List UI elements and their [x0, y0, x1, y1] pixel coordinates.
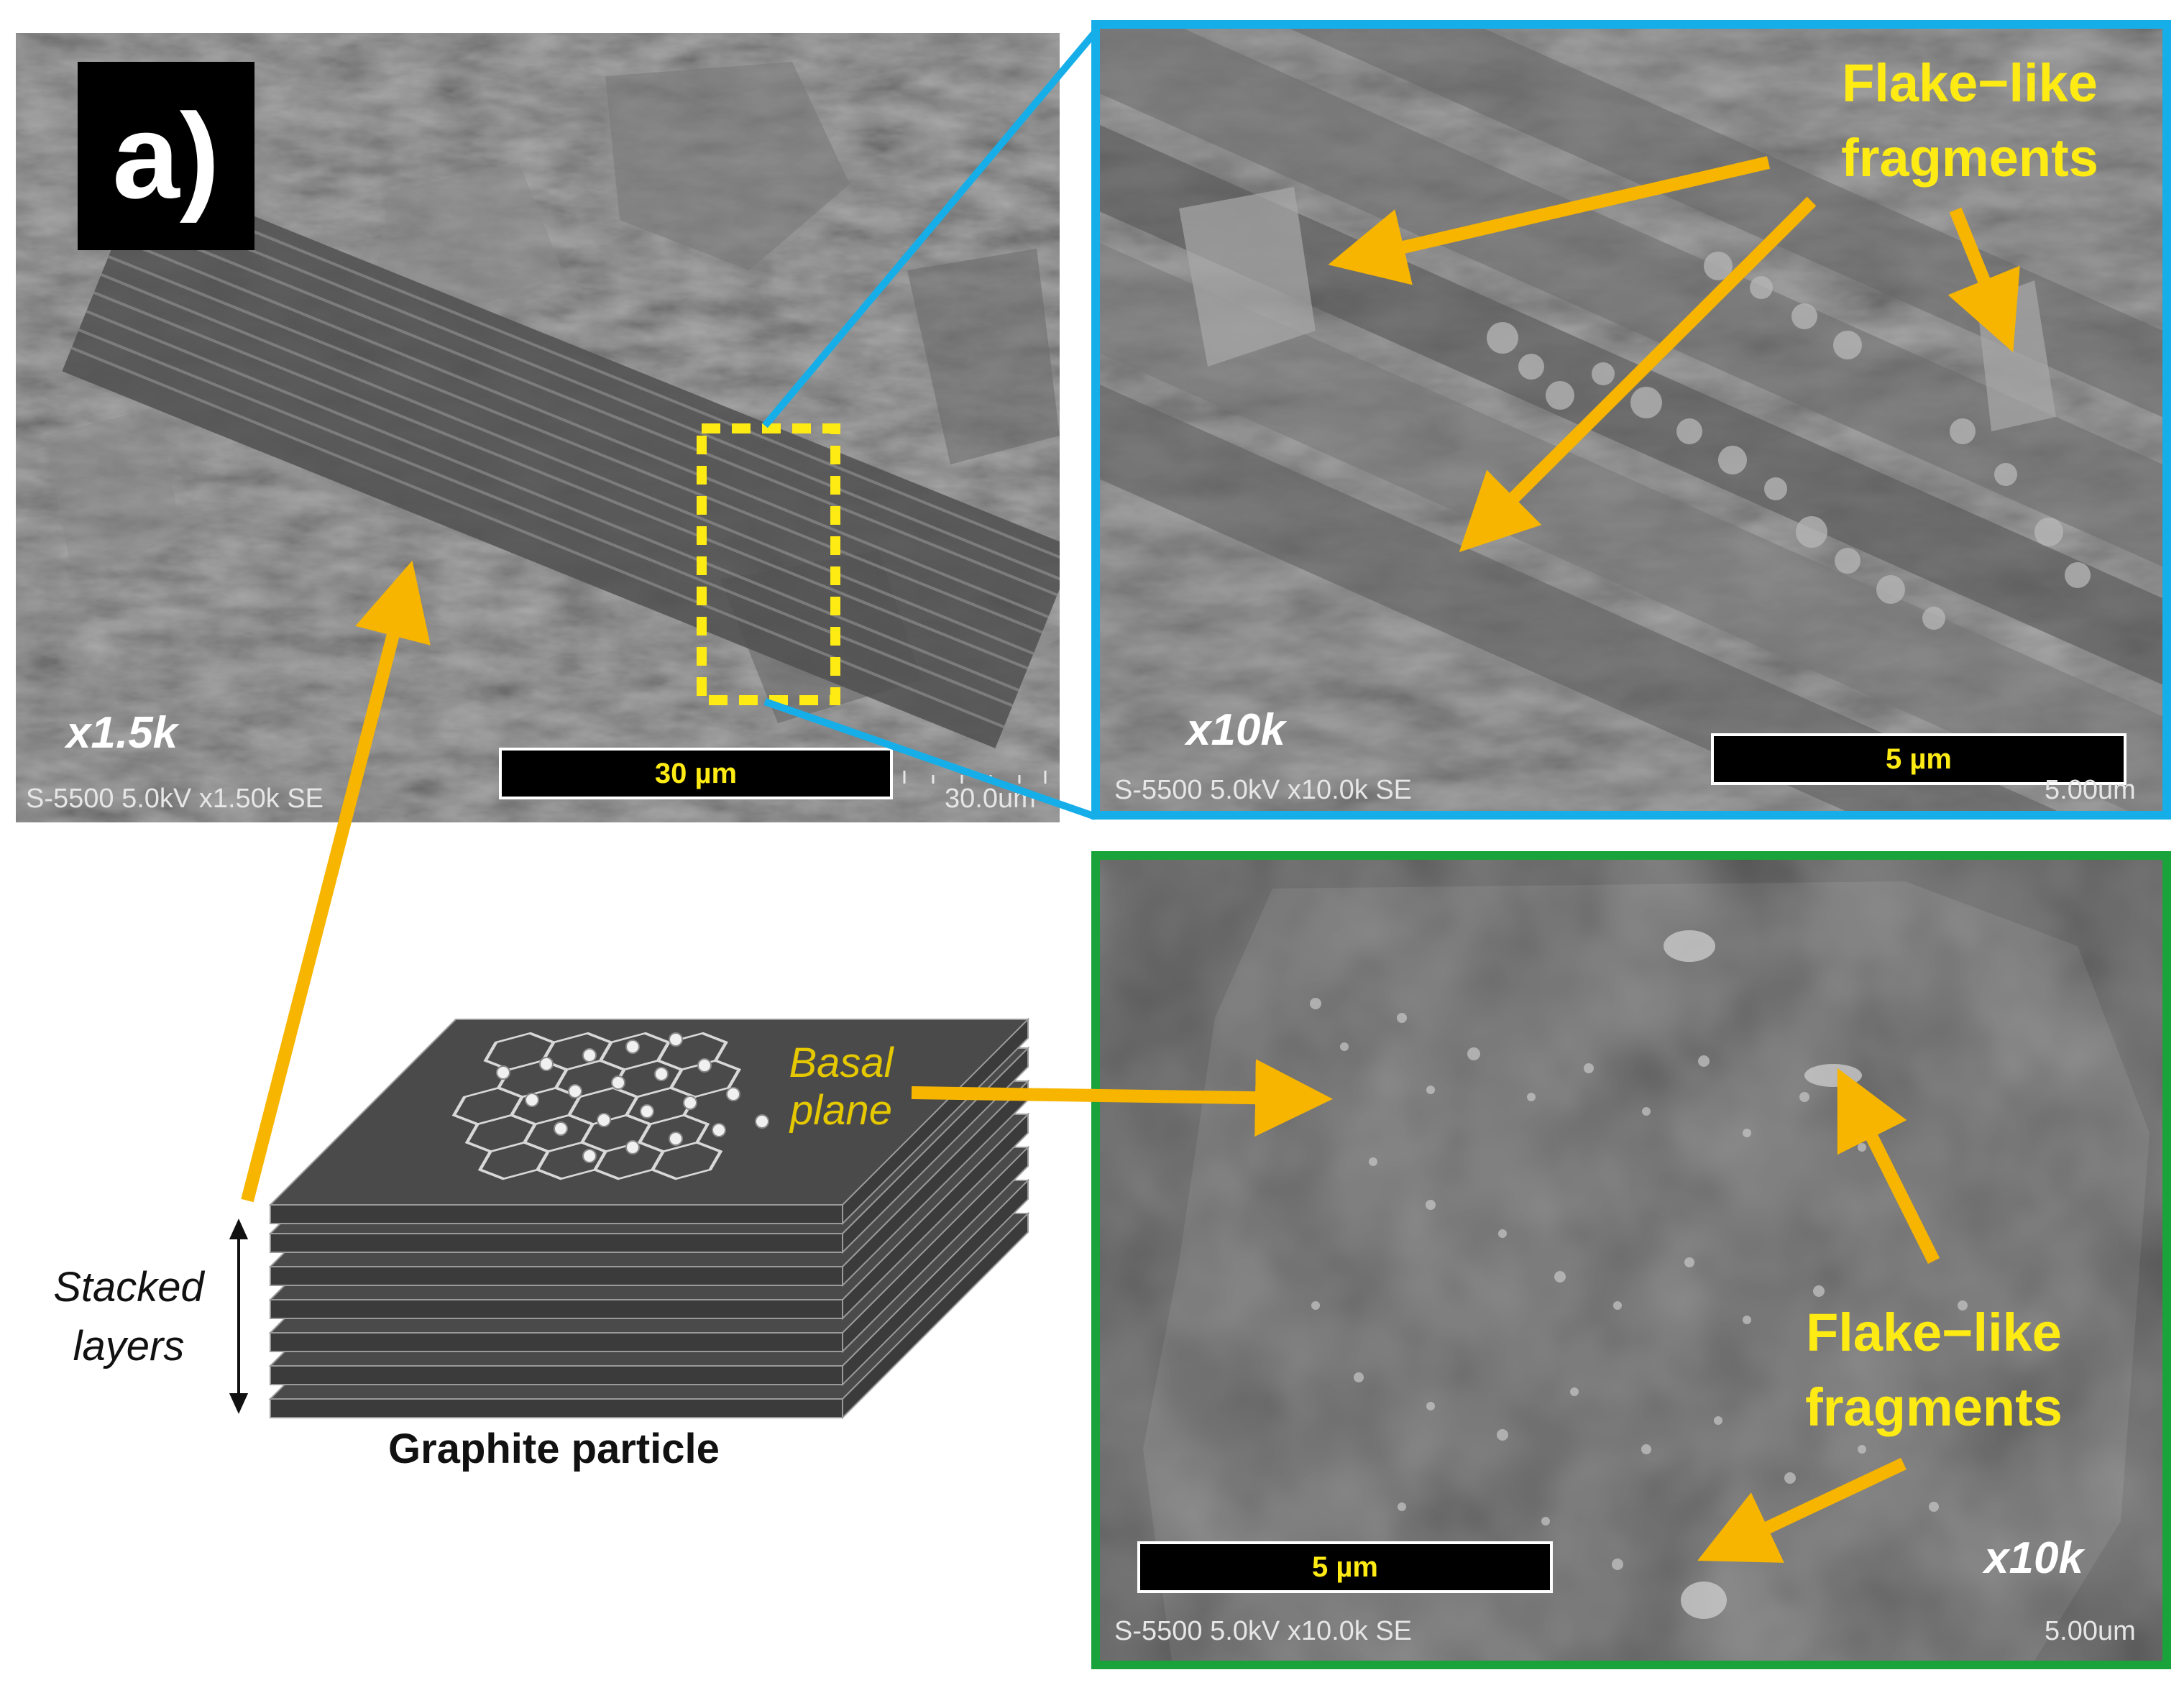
- sem-footer-high-mag-top: S-5500 5.0kV x10.0k SE: [1114, 775, 1413, 805]
- sem-image-high-mag-bottom: Flake−like fragments x10k 5 µm S-5500 5.…: [1091, 851, 2171, 1669]
- scale-bar-high-mag-bottom: 5 µm: [1137, 1541, 1553, 1593]
- arrow-flake-top-3: [1947, 207, 2020, 353]
- magnification-label-high-mag-top: x10k: [1186, 705, 1285, 755]
- highlight-box: [697, 423, 840, 705]
- arrow-flake-top-1: [1328, 156, 1771, 285]
- sem-image-high-mag-top: Flake−like fragments x10k 5 µm S-5500 5.…: [1091, 20, 2171, 820]
- lattice-atoms: [496, 1032, 769, 1163]
- sem-image-low-mag: a) x1.5k 30 µm S-5500 5.0kV x1.50k SE 30…: [16, 33, 1060, 822]
- graphite-particle-caption: Graphite particle: [388, 1426, 720, 1472]
- sem-texture-high-mag-top: [1100, 29, 2162, 811]
- zoom-line-top: [762, 29, 1098, 428]
- magnification-label-low-mag: x1.5k: [66, 708, 178, 758]
- magnification-label-high-mag-bottom: x10k: [1984, 1533, 2083, 1583]
- arrow-flake-top-2: [1459, 196, 1817, 553]
- stacked-layers-label: Stacked layers: [32, 1258, 226, 1376]
- annotation-line2: fragments: [1841, 128, 2098, 188]
- sem-footer-scale-high-mag-bottom: 5.00um: [2045, 1616, 2136, 1646]
- zoom-line-bottom: [763, 698, 1097, 820]
- arrow-basal-plane: [911, 1059, 1333, 1137]
- sem-texture-low-mag: [16, 33, 1060, 822]
- annotation-line2: fragments: [1805, 1377, 2063, 1437]
- arrow-flake-bottom-1: [1837, 1068, 1940, 1265]
- panel-label: a): [78, 62, 254, 250]
- annotation-line1: Flake−like: [1806, 1303, 2062, 1362]
- basal-line1: Basal: [789, 1040, 894, 1086]
- sem-footer-high-mag-bottom: S-5500 5.0kV x10.0k SE: [1114, 1616, 1413, 1646]
- annotation-line1: Flake−like: [1842, 53, 2098, 113]
- sem-footer-low-mag: S-5500 5.0kV x1.50k SE: [26, 784, 324, 814]
- stacked-line2: layers: [73, 1323, 185, 1369]
- arrow-flake-bottom-2: [1697, 1457, 1907, 1563]
- basal-line2: plane: [790, 1087, 892, 1134]
- stacked-layers-arrow: [229, 1219, 249, 1414]
- arrow-to-low-mag: [241, 560, 431, 1203]
- stacked-line1: Stacked: [53, 1264, 204, 1311]
- sem-footer-scale-high-mag-top: 5.00um: [2045, 775, 2136, 805]
- scale-bar-low-mag: 30 µm: [499, 748, 893, 799]
- scale-bar-high-mag-top: 5 µm: [1711, 733, 2126, 785]
- graphite-stack: [268, 1017, 1030, 1420]
- annotation-flake-fragments-bottom: Flake−like fragments: [1776, 1295, 2092, 1445]
- annotation-flake-fragments-top: Flake−like fragments: [1790, 46, 2149, 196]
- basal-plane-label: Basal plane: [762, 1040, 920, 1134]
